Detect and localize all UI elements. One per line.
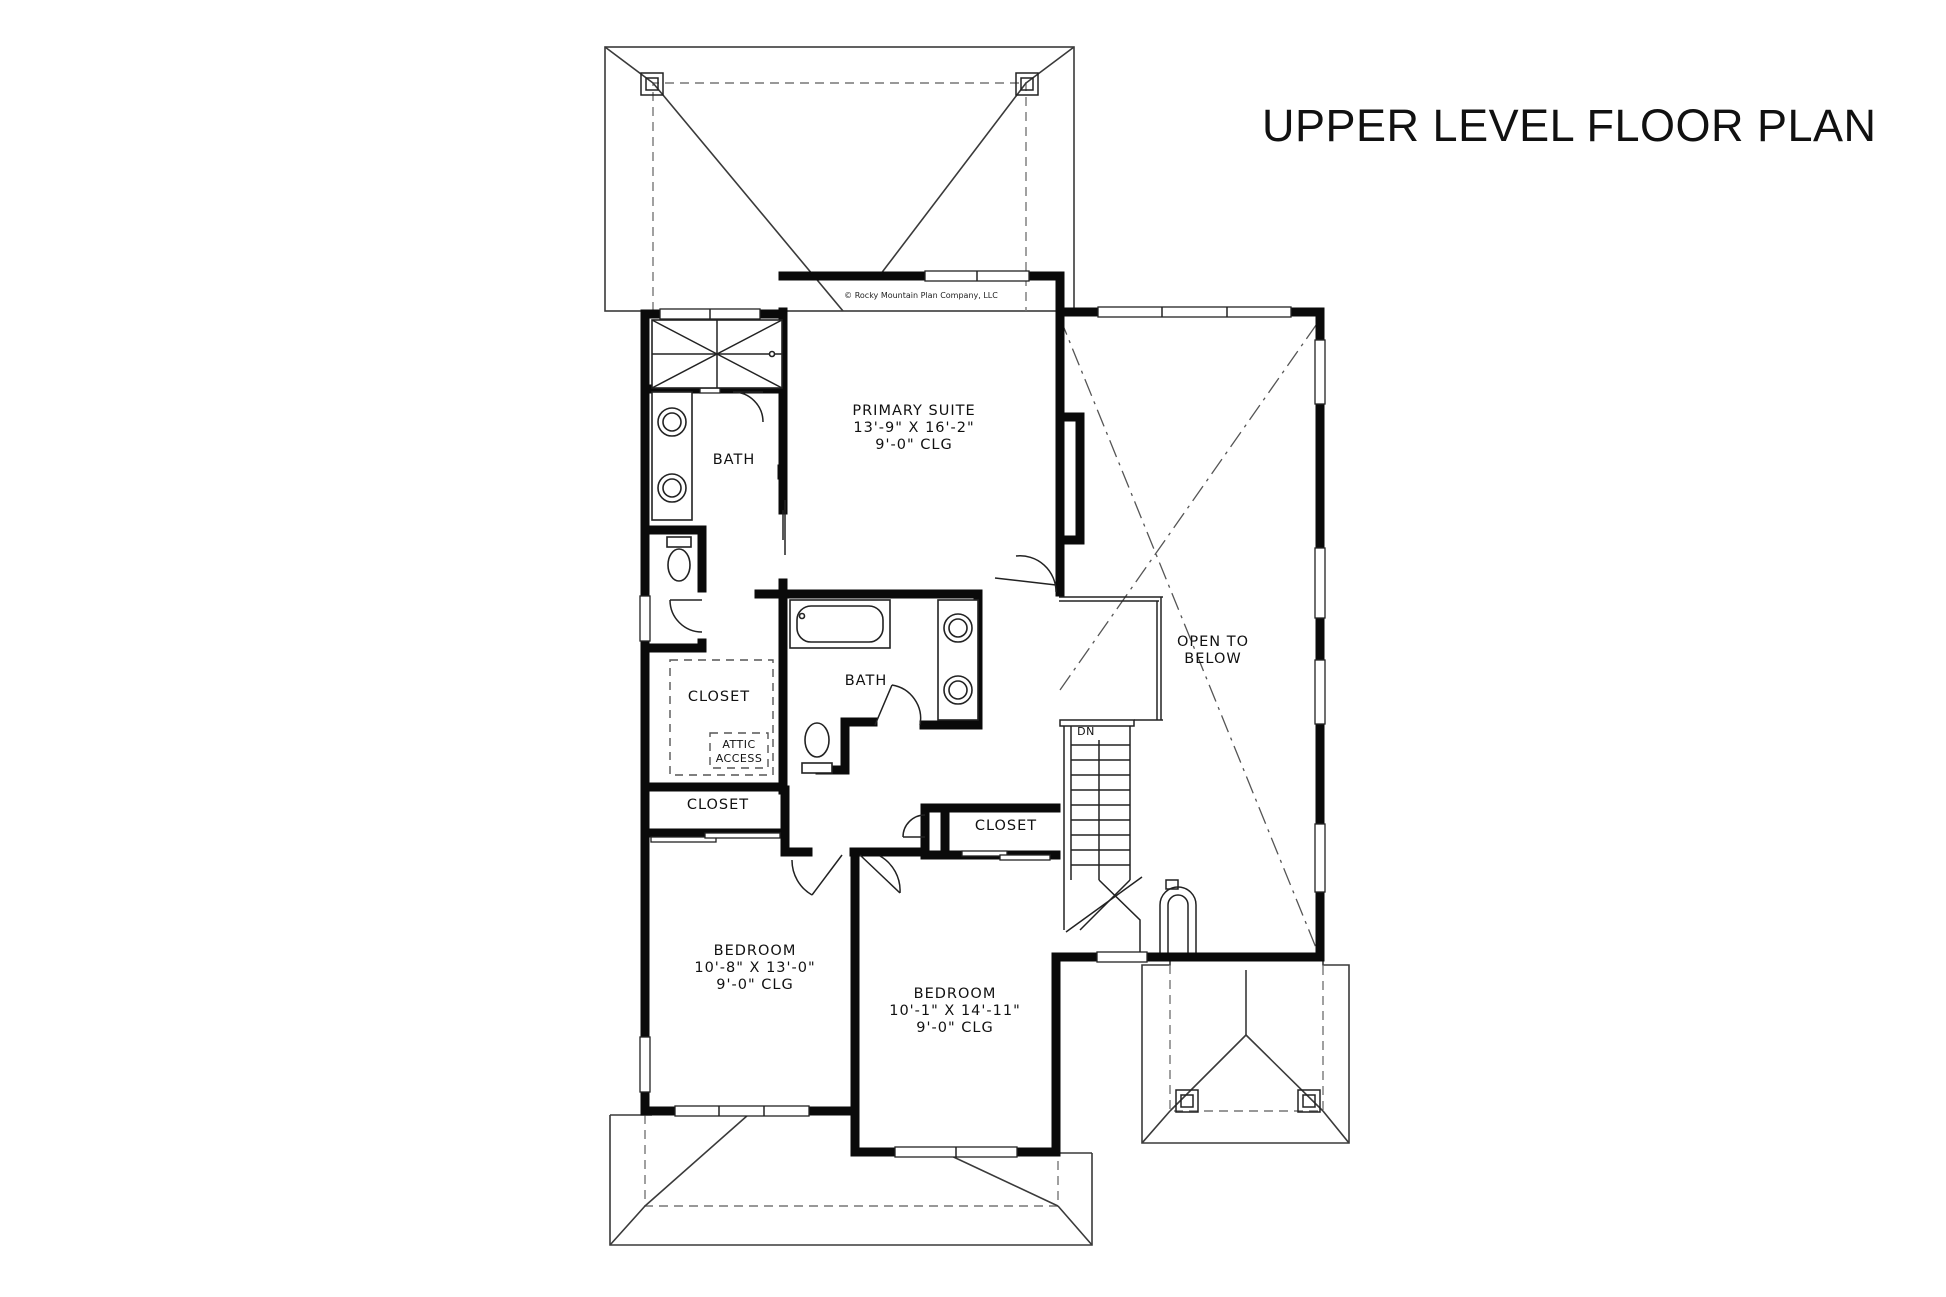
bedroom-right-dims: 10'-1" X 14'-11" bbox=[889, 1003, 1021, 1019]
bedroom-left-ceiling: 9'-0" CLG bbox=[716, 977, 793, 993]
page-title: UPPER LEVEL FLOOR PLAN bbox=[1262, 100, 1877, 151]
roof-right bbox=[1141, 959, 1350, 1144]
bedroom-left-dims: 10'-8" X 13'-0" bbox=[694, 960, 815, 976]
primary-suite-ceiling: 9'-0" CLG bbox=[875, 437, 952, 453]
closet-main-label: CLOSET bbox=[688, 689, 750, 705]
roof-bottom bbox=[609, 1114, 1093, 1246]
bedroom-right-name: BEDROOM bbox=[914, 986, 997, 1002]
primary-suite-dims: 13'-9" X 16'-2" bbox=[853, 420, 974, 436]
closet-small-label: CLOSET bbox=[975, 818, 1037, 834]
room-labels: © Rocky Mountain Plan Company, LLC PRIMA… bbox=[687, 291, 1249, 1036]
windows bbox=[639, 270, 1326, 1158]
open-to-below-lines bbox=[1059, 317, 1322, 961]
hall-bath-label: BATH bbox=[845, 673, 888, 689]
staircase bbox=[1059, 719, 1197, 955]
doors bbox=[650, 387, 1057, 896]
attic-access-line1: ATTIC bbox=[722, 738, 755, 751]
fixtures bbox=[651, 319, 979, 776]
copyright-notice: © Rocky Mountain Plan Company, LLC bbox=[844, 291, 998, 300]
bedroom-left-name: BEDROOM bbox=[714, 943, 797, 959]
stair-down-label: DN bbox=[1077, 725, 1095, 738]
primary-suite-name: PRIMARY SUITE bbox=[852, 403, 975, 419]
open-to-below-line1: OPEN TO bbox=[1177, 634, 1249, 650]
bedroom-right-ceiling: 9'-0" CLG bbox=[916, 1020, 993, 1036]
attic-access-line2: ACCESS bbox=[716, 752, 763, 765]
closet-hall-label: CLOSET bbox=[687, 797, 749, 813]
open-to-below-line2: BELOW bbox=[1184, 651, 1241, 667]
primary-bath-label: BATH bbox=[713, 452, 756, 468]
roof-top bbox=[604, 46, 1075, 312]
